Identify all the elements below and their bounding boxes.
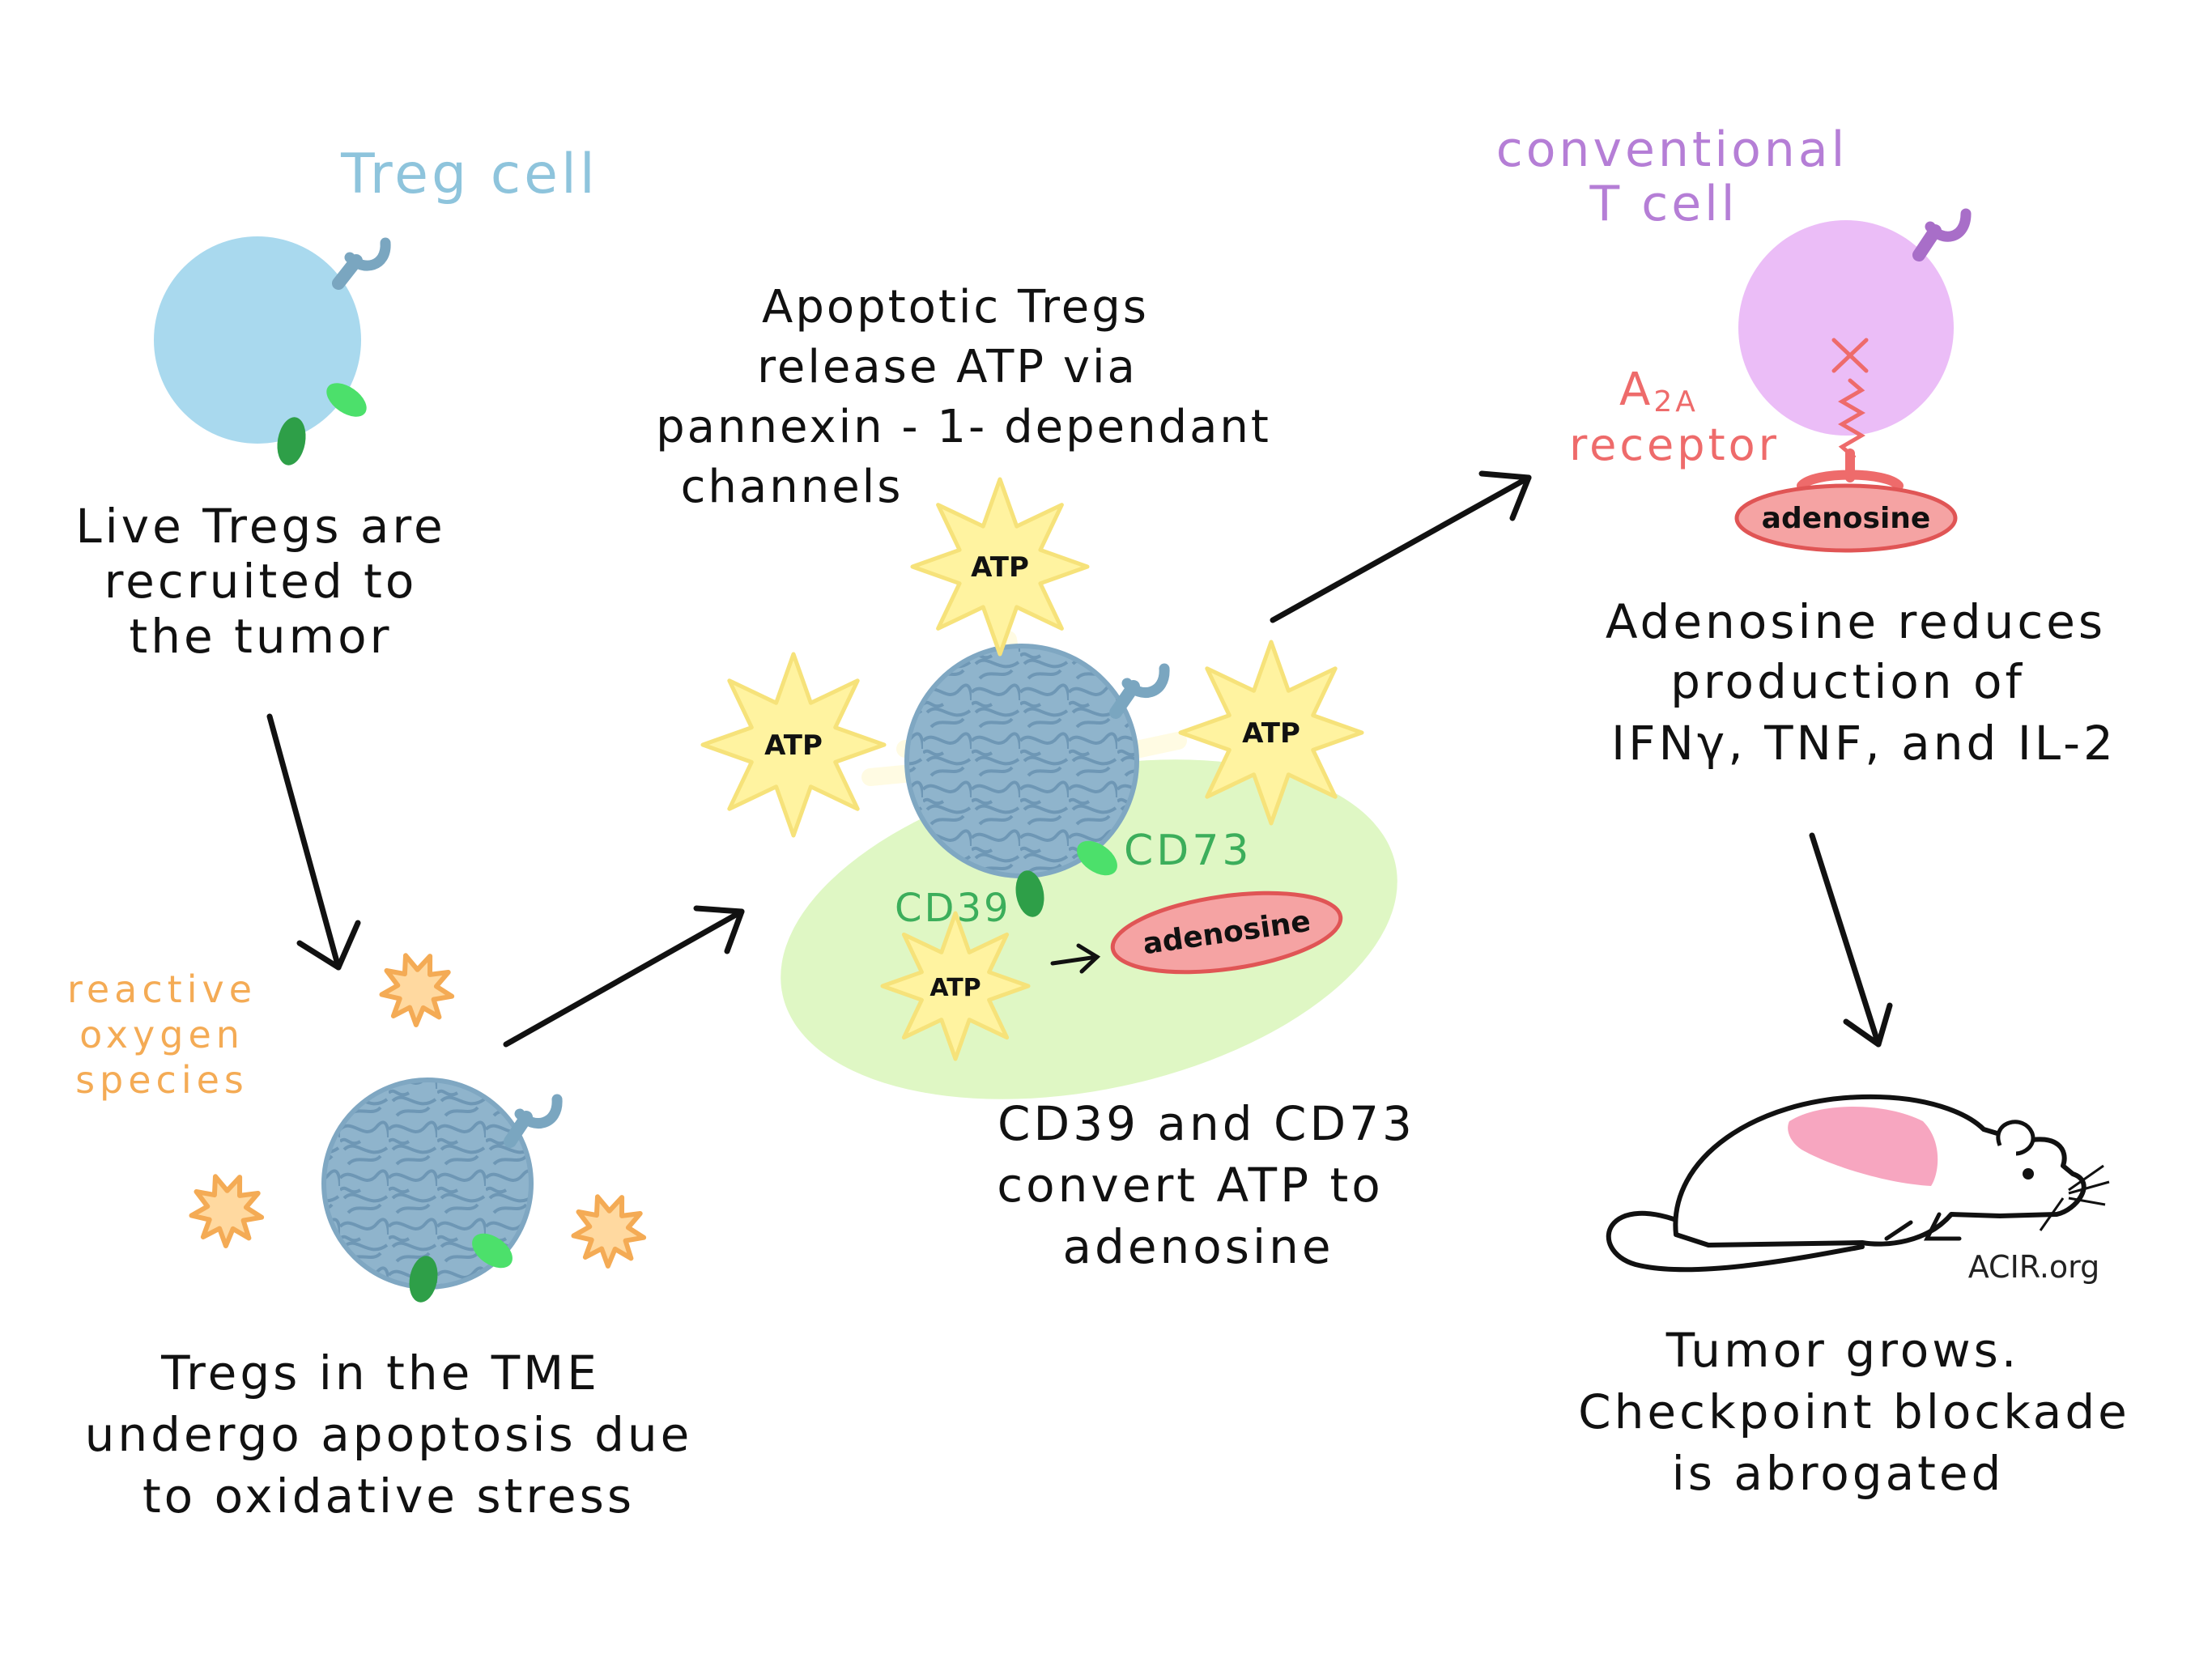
apoptotic-treg-cell bbox=[904, 644, 1139, 878]
arrow-to-outcome bbox=[1809, 832, 1893, 1048]
conversion-arrow-icon bbox=[1050, 943, 1101, 974]
caption-line: convert ATP to bbox=[997, 1158, 1383, 1213]
caption-line: CD39 and CD73 bbox=[998, 1096, 1415, 1151]
conventional-t-cell-panel: conventional T cell A2A receptor adenosi… bbox=[1496, 121, 2116, 771]
live-treg-cell bbox=[154, 236, 361, 444]
outcome-caption: Tumor grows. Checkpoint blockade is abro… bbox=[1578, 1323, 2130, 1501]
conventional-receptor-icon bbox=[1912, 208, 1972, 261]
cd39-enzyme-icon bbox=[277, 417, 306, 465]
atp-star: ATP bbox=[1178, 640, 1364, 826]
caption-line: Tumor grows. bbox=[1665, 1323, 2020, 1378]
adenosine-molecule: adenosine bbox=[1110, 891, 1343, 975]
caption-line: IFNγ, TNF, and IL-2 bbox=[1611, 716, 2116, 771]
arrow-recruit-to-apoptosis bbox=[266, 713, 361, 971]
ros-label-line: reactive bbox=[67, 967, 257, 1011]
ros-label-line: species bbox=[75, 1058, 249, 1102]
caption-line: production of bbox=[1670, 654, 2025, 709]
caption-line: the tumor bbox=[130, 609, 393, 664]
ros-star-icon bbox=[189, 1174, 265, 1248]
caption-line: release ATP via bbox=[757, 341, 1138, 393]
caption-line: is abrogated bbox=[1672, 1446, 2005, 1501]
atp-star: ATP bbox=[880, 911, 1031, 1061]
arrow-to-conventional-t-cell bbox=[1270, 470, 1532, 623]
outcome-panel: ACIR.org Tumor grows. Checkpoint blockad… bbox=[1578, 1094, 2130, 1501]
title-line: conventional bbox=[1496, 121, 1848, 178]
ros-panel: reactive oxygen species Tregs in the TME… bbox=[67, 953, 693, 1524]
ros-label-line: oxygen bbox=[79, 1013, 245, 1056]
caption-line: recruited to bbox=[104, 554, 418, 609]
adenosine-label: adenosine bbox=[1762, 502, 1931, 535]
caption-line: Checkpoint blockade bbox=[1578, 1384, 2130, 1439]
ros-label: reactive oxygen species bbox=[67, 967, 257, 1102]
apoptotic-receptor-icon bbox=[1109, 663, 1170, 719]
conversion-caption: CD39 and CD73 convert ATP to adenosine bbox=[997, 1096, 1415, 1274]
atp-label: ATP bbox=[971, 551, 1029, 584]
mouse-feet bbox=[1884, 1212, 1962, 1241]
acir-watermark: ACIR.org bbox=[1968, 1249, 2100, 1285]
tumor-mass bbox=[1788, 1106, 1938, 1186]
a2a-receptor-label: A2A receptor bbox=[1569, 363, 1780, 470]
mouse-tail bbox=[1606, 1210, 1865, 1273]
caption-line: Tregs in the TME bbox=[160, 1345, 600, 1401]
atp-star: ATP bbox=[700, 652, 887, 838]
live-treg-panel: Treg cell Live Tregs are recruited to th… bbox=[75, 142, 598, 664]
caption-line: adenosine bbox=[1062, 1219, 1334, 1274]
caption-line: to oxidative stress bbox=[143, 1469, 635, 1524]
ros-star-icon bbox=[571, 1194, 647, 1269]
conventional-t-cell-title: conventional T cell bbox=[1496, 121, 1848, 232]
mouse-ear bbox=[1996, 1120, 2035, 1156]
atp-stars: ATP ATP ATP ATP bbox=[700, 477, 1364, 1061]
cytokine-caption: Adenosine reduces production of IFNγ, TN… bbox=[1606, 594, 2116, 771]
treg-caption: Live Tregs are recruited to the tumor bbox=[75, 499, 445, 664]
mouse-whiskers bbox=[2039, 1164, 2110, 1231]
receptor-label: receptor bbox=[1569, 419, 1780, 470]
atp-label: ATP bbox=[764, 729, 823, 762]
cd73-enzyme-icon bbox=[1077, 840, 1117, 876]
caption-line: pannexin - 1- dependant bbox=[656, 401, 1271, 453]
a2a-label: A2A bbox=[1619, 363, 1699, 419]
a2a-receptor-icon bbox=[1797, 338, 1904, 491]
release-caption: Apoptotic Tregs release ATP via pannexin… bbox=[656, 281, 1271, 513]
atp-label: ATP bbox=[1242, 717, 1300, 750]
cd39-enzyme-icon bbox=[409, 1256, 438, 1303]
arrow-apoptosis-to-release bbox=[503, 905, 745, 1048]
caption-line: channels bbox=[681, 461, 904, 513]
mouse-illustration bbox=[1606, 1094, 2110, 1273]
ros-star-icon bbox=[379, 953, 455, 1027]
apoptotic-receptor-icon bbox=[504, 1094, 563, 1148]
cd73-enzyme-icon bbox=[326, 383, 367, 417]
atp-release-panel: Apoptotic Tregs release ATP via pannexin… bbox=[656, 281, 1415, 1274]
caption-line: Adenosine reduces bbox=[1606, 594, 2106, 649]
atp-star: ATP bbox=[910, 477, 1090, 657]
title-line: T cell bbox=[1589, 176, 1738, 232]
cd39-enzyme-icon bbox=[1015, 870, 1044, 917]
treg-cell-title: Treg cell bbox=[340, 142, 598, 206]
adenosine-molecule: adenosine bbox=[1734, 483, 1958, 553]
caption-line: Live Tregs are bbox=[75, 499, 445, 554]
atp-label: ATP bbox=[929, 974, 981, 1002]
caption-line: Apoptotic Tregs bbox=[762, 281, 1149, 334]
conventional-t-cell bbox=[1738, 220, 1954, 436]
apoptosis-caption: Tregs in the TME undergo apoptosis due t… bbox=[85, 1345, 693, 1524]
treg-receptor-icon bbox=[332, 237, 391, 290]
caption-line: undergo apoptosis due bbox=[85, 1407, 693, 1462]
mouse-eye-icon bbox=[2023, 1168, 2034, 1180]
cd73-label: CD73 bbox=[1124, 827, 1253, 875]
cd73-enzyme-icon bbox=[472, 1233, 513, 1269]
